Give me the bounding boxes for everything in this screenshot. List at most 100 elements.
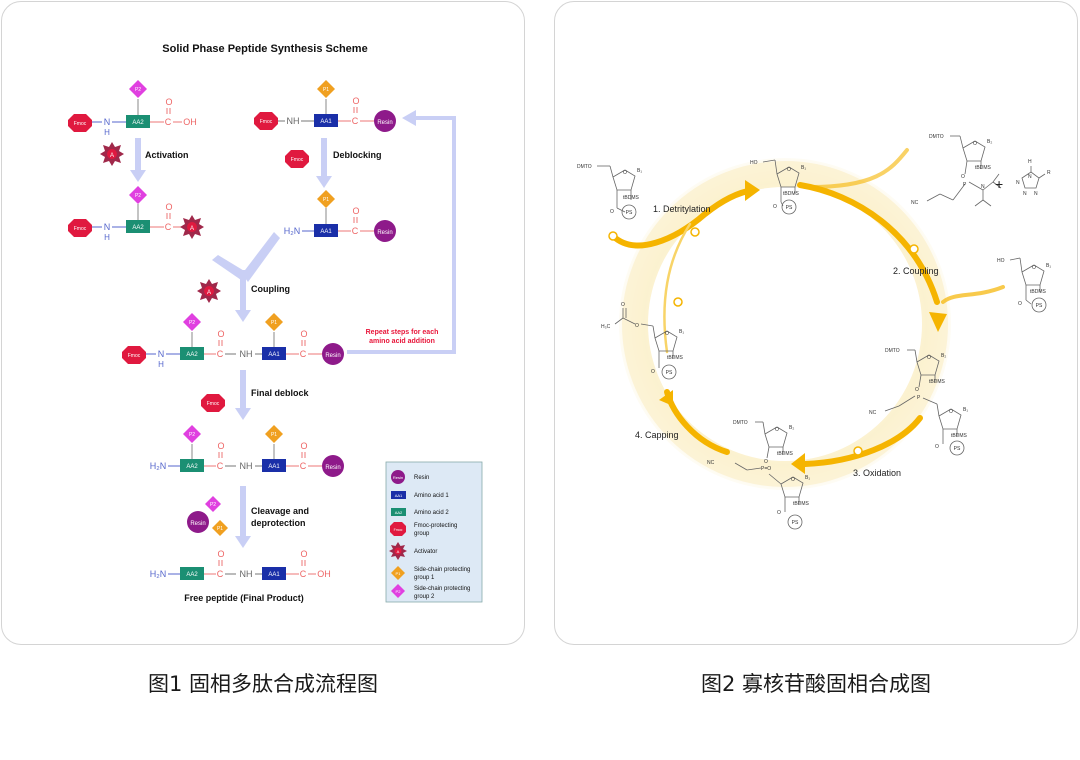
svg-text:B₂: B₂ [789,425,794,431]
figure1-panel: Solid Phase Peptide Synthesis Scheme Act… [1,1,525,645]
legend-activator: Activator [414,549,437,555]
svg-text:C: C [217,461,224,471]
svg-text:H₂N: H₂N [150,569,167,579]
svg-text:tBDMS: tBDMS [623,195,640,201]
step-capping: 4. Capping [635,430,679,440]
svg-text:P: P [963,182,967,188]
svg-text:A: A [207,290,211,296]
svg-text:Fmoc: Fmoc [74,226,87,232]
svg-text:NC: NC [707,460,715,466]
cycle-nodes [608,227,919,456]
svg-text:Resin: Resin [190,521,205,527]
fmoc-icon-deblock: Fmoc [285,150,309,168]
svg-text:H₂N: H₂N [284,226,301,236]
repeat-loop-arrow [347,116,456,354]
svg-text:P1: P1 [217,526,223,532]
svg-text:B₂: B₂ [987,139,992,145]
tetrazole [1021,166,1046,189]
step-activation: Activation [145,150,189,160]
svg-text:tBDMS: tBDMS [793,501,810,507]
svg-text:O: O [300,549,307,559]
svg-text:OH: OH [317,569,331,579]
svg-text:N: N [158,349,165,359]
svg-text:PS: PS [666,370,673,376]
svg-text:B₁: B₁ [679,329,684,335]
legend: Resin Resin AA1 Amino acid 1 AA2 Amino a… [385,461,483,603]
svg-text:A: A [190,226,194,232]
svg-text:R: R [1047,170,1051,176]
step-coupling: Coupling [251,284,290,294]
ho-nucleoside-right [1009,257,1047,313]
svg-text:AA1: AA1 [395,493,403,498]
svg-text:O: O [352,206,359,216]
svg-text:Fmoc: Fmoc [260,119,273,125]
svg-text:B₁: B₁ [637,168,642,174]
oligo-synthesis-cycle: 1. Detritylation 2. Coupling 3. Oxidatio… [577,134,1051,530]
activator-icon: A [100,142,124,166]
svg-text:O: O [915,387,919,393]
legend-p1-1: Side-chain protecting [414,567,470,573]
svg-text:Resin: Resin [377,120,392,126]
svg-text:P1: P1 [271,432,277,438]
svg-text:O: O [352,96,359,106]
svg-text:P2: P2 [135,193,141,199]
svg-text:O: O [217,441,224,451]
svg-text:C: C [300,349,307,359]
svg-text:NC: NC [869,410,877,416]
svg-text:O: O [764,459,768,465]
svg-text:NH: NH [240,569,253,579]
svg-text:O: O [621,302,625,308]
svg-text:C: C [217,349,224,359]
svg-text:B₁: B₁ [805,475,810,481]
svg-text:AA1: AA1 [268,464,280,470]
svg-text:Fmoc: Fmoc [207,401,220,407]
svg-text:P: P [917,395,921,401]
cleavage-byproducts: Resin P2 P1 [187,496,228,536]
step-final-deblock: Final deblock [251,388,310,398]
figure2-panel: 1. Detritylation 2. Coupling 3. Oxidatio… [554,1,1078,645]
svg-text:AA2: AA2 [395,510,403,515]
free-peptide: H₂N AA2 C O NH AA1 C O OH [150,549,331,580]
legend-fmoc-1: Fmoc-protecting [414,523,457,529]
figure1-caption: 图1 固相多肽合成流程图 [147,672,379,696]
svg-text:O: O [651,369,655,375]
step-deblocking: Deblocking [333,150,382,160]
legend-aa2: Amino acid 2 [414,510,449,516]
legend-fmoc-2: group [414,531,430,537]
svg-text:O: O [610,209,614,215]
svg-text:O: O [775,427,779,433]
svg-text:C: C [352,116,359,126]
svg-text:N: N [1023,191,1027,197]
svg-text:tBDMS: tBDMS [783,191,800,197]
phosphoramidite [926,135,1002,207]
svg-text:PS: PS [954,446,961,452]
fmoc-aa1-resin: Fmoc NH AA1 P1 C O Resin [254,80,396,132]
svg-text:AA1: AA1 [320,119,332,125]
svg-text:P2: P2 [189,320,195,326]
svg-text:NH: NH [240,349,253,359]
svg-text:tBDMS: tBDMS [667,355,684,361]
svg-text:AA1: AA1 [268,352,280,358]
svg-text:O: O [773,204,777,210]
svg-text:P1: P1 [323,87,329,93]
svg-text:A: A [110,153,114,159]
cycle-arrowheads [659,180,947,474]
svg-text:O: O [787,167,791,173]
svg-text:H: H [158,360,164,369]
svg-text:C: C [165,117,172,127]
legend-p2-2: group 2 [414,594,435,600]
svg-text:C: C [352,226,359,236]
svg-text:O: O [949,409,953,415]
svg-text:A: A [397,549,400,554]
svg-text:P1: P1 [396,571,402,576]
repeat-note-2: amino acid addition [369,338,435,345]
activated-aa2: Fmoc N H AA2 P2 C O A [68,186,204,242]
figure2-caption: 图2 寡核苷酸固相合成图 [700,672,932,696]
svg-text:AA1: AA1 [320,229,332,235]
svg-text:O: O [777,510,781,516]
plus-sign: + [995,176,1003,192]
flow-arrows [130,138,332,548]
cycle-arrows [610,148,1005,467]
svg-text:Resin: Resin [325,465,340,471]
svg-text:AA2: AA2 [132,225,144,231]
